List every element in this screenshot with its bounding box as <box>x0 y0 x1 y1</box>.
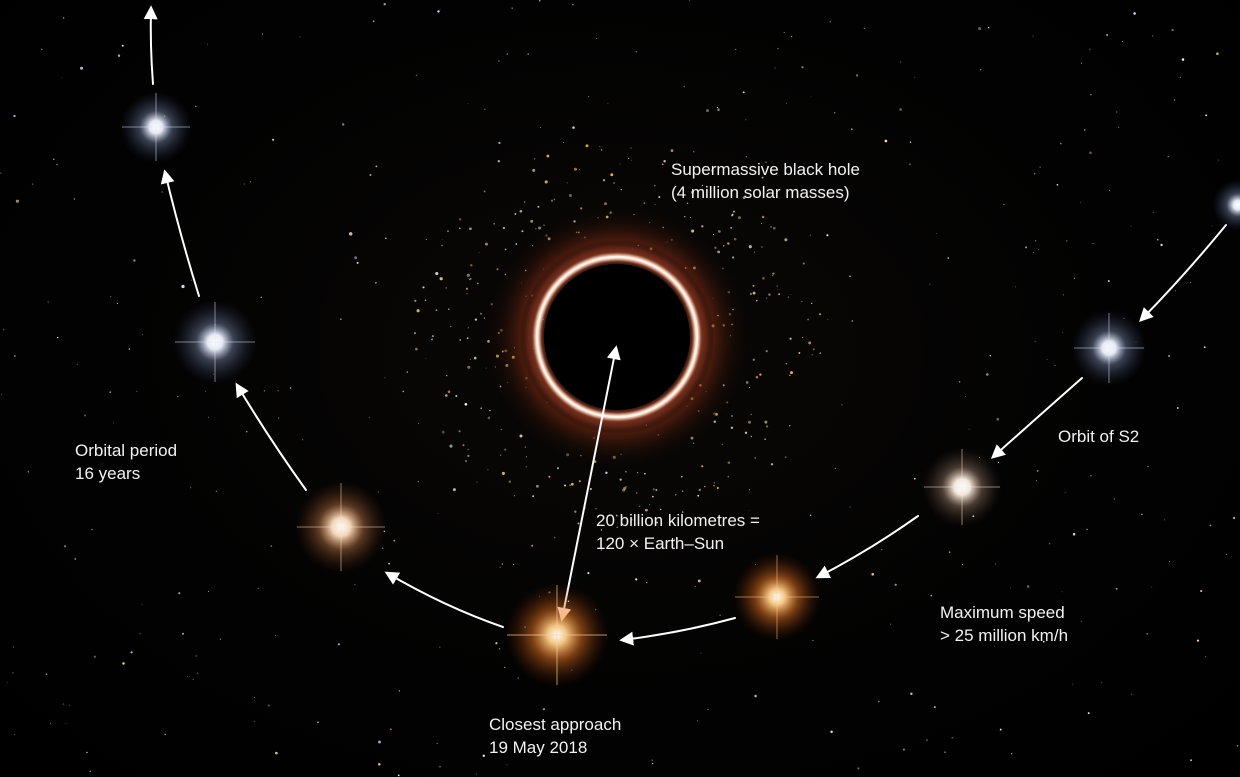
s2-star <box>1212 179 1240 231</box>
orbit-arrow <box>160 169 200 297</box>
s2-star <box>733 553 821 641</box>
s2-star <box>295 481 387 573</box>
max-speed-label: Maximum speed > 25 million km/h <box>940 601 1068 647</box>
black-hole-label-line1: Supermassive black hole <box>671 160 860 179</box>
orbit-arrow <box>1139 224 1227 323</box>
black-hole <box>482 202 752 472</box>
s2-star <box>120 91 192 163</box>
closest-approach-label: Closest approach 19 May 2018 <box>489 713 621 759</box>
orbit-path <box>143 5 1227 646</box>
orbit-arrow <box>143 5 158 85</box>
max-speed-label-line1: Maximum speed <box>940 603 1065 622</box>
distance-label-line1: 20 billion kilometres = <box>596 511 760 530</box>
closest-approach-label-line1: Closest approach <box>489 715 622 734</box>
orbit-arrow <box>235 382 307 491</box>
s2-star <box>922 447 1002 527</box>
s2-star <box>173 300 257 384</box>
orbit-arrow <box>815 515 919 579</box>
s2-star <box>1071 310 1147 386</box>
orbit-arrow <box>619 617 736 646</box>
max-speed-label-line2: > 25 million km/h <box>940 626 1069 645</box>
distance-arrow <box>557 345 621 622</box>
orbital-period-label-line2: 16 years <box>75 464 141 483</box>
s2-star-positions <box>120 91 1240 687</box>
orbit-arrow <box>990 377 1083 459</box>
distance-label: 20 billion kilometres = 120 × Earth–Sun <box>596 509 760 555</box>
s2-star <box>505 583 609 687</box>
orbital-period-label: Orbital period 16 years <box>75 439 177 485</box>
orbital-period-label-line1: Orbital period <box>75 441 178 460</box>
orbit-arrow <box>384 571 504 628</box>
black-hole-label: Supermassive black hole (4 million solar… <box>671 158 860 204</box>
closest-approach-label-line2: 19 May 2018 <box>489 738 588 757</box>
orbit-name-label-line1: Orbit of S2 <box>1058 427 1140 446</box>
orbit-name-label: Orbit of S2 <box>1058 425 1139 448</box>
distance-label-line2: 120 × Earth–Sun <box>596 534 725 553</box>
black-hole-label-line2: (4 million solar masses) <box>671 183 850 202</box>
